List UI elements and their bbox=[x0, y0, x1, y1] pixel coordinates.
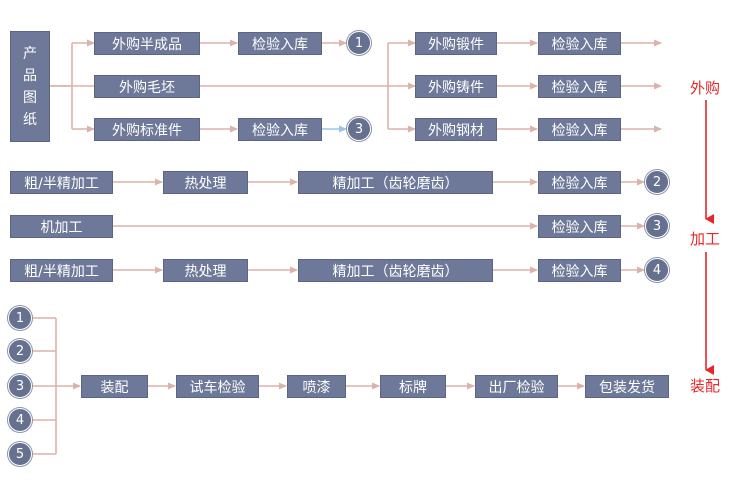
product-drawing-char-2: 品 bbox=[23, 67, 37, 84]
inspect-store-box-a: 检验入库 bbox=[538, 171, 621, 194]
circle-1-top: 1 bbox=[347, 31, 371, 55]
steel-box: 外购钢材 bbox=[415, 118, 497, 141]
forging-box: 外购锻件 bbox=[415, 32, 497, 55]
inspect-store-box-semi: 检验入库 bbox=[238, 32, 322, 55]
stage-label-machining: 加工 bbox=[690, 230, 721, 248]
circle-4-assembly: 4 bbox=[8, 408, 32, 432]
inspect-store-box-steel: 检验入库 bbox=[538, 118, 621, 141]
finish-machining-box-c: 精加工（齿轮磨齿） bbox=[298, 259, 493, 282]
circle-4-machining: 4 bbox=[645, 258, 669, 282]
stage-label-purchase: 外购 bbox=[690, 79, 721, 97]
product-drawing-char-4: 纸 bbox=[23, 111, 37, 128]
circle-2-assembly: 2 bbox=[8, 339, 32, 363]
blank-box: 外购毛坯 bbox=[94, 75, 200, 98]
inspect-store-box-forging: 检验入库 bbox=[538, 32, 621, 55]
heat-treatment-box-c: 热处理 bbox=[163, 259, 248, 282]
inspect-store-box-b: 检验入库 bbox=[538, 215, 621, 238]
inspect-store-box-c: 检验入库 bbox=[538, 259, 621, 282]
rough-machining-box-c: 粗/半精加工 bbox=[10, 259, 113, 282]
product-drawing-char-3: 图 bbox=[23, 89, 37, 106]
product-drawing-char-1: 产 bbox=[23, 45, 37, 62]
test-run-box: 试车检验 bbox=[176, 375, 259, 398]
product-drawing-box: 产 品 图 纸 bbox=[10, 31, 50, 142]
semi-finished-box: 外购半成品 bbox=[94, 32, 200, 55]
factory-inspection-box: 出厂检验 bbox=[475, 375, 558, 398]
stage-label-assembly: 装配 bbox=[690, 377, 721, 395]
rough-machining-box-a: 粗/半精加工 bbox=[10, 171, 113, 194]
heat-treatment-box-a: 热处理 bbox=[163, 171, 248, 194]
packing-box: 包装发货 bbox=[585, 375, 669, 398]
casting-box: 外购铸件 bbox=[415, 75, 497, 98]
standard-parts-box: 外购标准件 bbox=[94, 118, 200, 141]
machining-box: 机加工 bbox=[10, 215, 113, 238]
assemble-box: 装配 bbox=[81, 375, 148, 398]
circle-3-machining: 3 bbox=[645, 214, 669, 238]
circle-5-assembly: 5 bbox=[8, 442, 32, 466]
circle-2-machining: 2 bbox=[645, 170, 669, 194]
circle-3-assembly: 3 bbox=[8, 374, 32, 398]
inspect-store-box-standard: 检验入库 bbox=[238, 118, 322, 141]
circle-1-assembly: 1 bbox=[8, 306, 32, 330]
inspect-store-box-casting: 检验入库 bbox=[538, 75, 621, 98]
circle-3-top: 3 bbox=[347, 117, 371, 141]
painting-box: 喷漆 bbox=[287, 375, 346, 398]
finish-machining-box-a: 精加工（齿轮磨齿） bbox=[298, 171, 493, 194]
nameplate-box: 标牌 bbox=[380, 375, 446, 398]
